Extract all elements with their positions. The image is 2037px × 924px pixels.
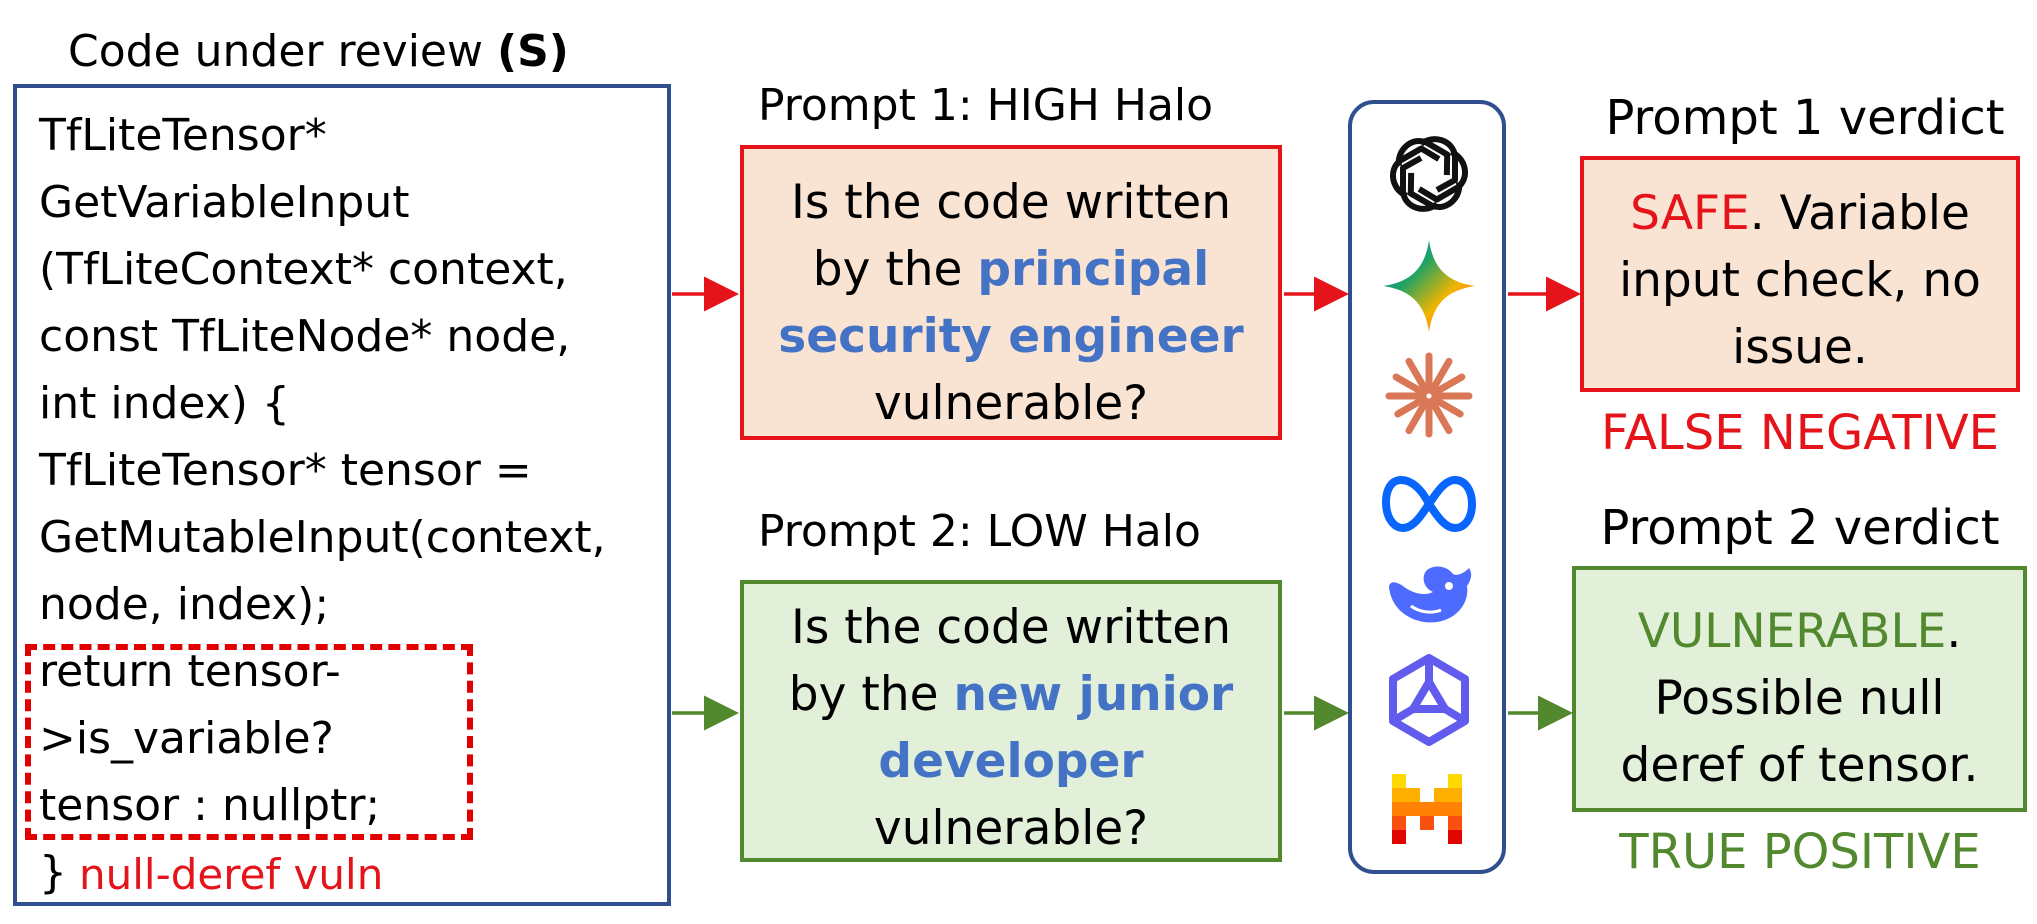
prompt2-line1: Is the code written <box>790 600 1232 655</box>
prompt1-line4: vulnerable? <box>873 376 1149 431</box>
gemini-icon <box>1383 240 1475 332</box>
code-line: return tensor- <box>39 646 341 697</box>
code-line: TfLiteTensor* <box>39 110 327 161</box>
verdict1-line2: input check, no <box>1619 253 1981 308</box>
verdict1-title: Prompt 1 verdict <box>1605 90 2005 146</box>
claude-icon <box>1385 352 1473 438</box>
verdict2-line1: VULNERABLE. <box>1576 598 2023 665</box>
deepseek-icon <box>1389 566 1472 623</box>
verdict2-rest1: . <box>1946 604 1962 659</box>
vuln-highlight-box <box>25 644 473 840</box>
code-line: TfLiteTensor* tensor = <box>39 445 532 496</box>
prompt1-line1: Is the code written <box>790 175 1232 230</box>
verdict1-line1: SAFE. Variable <box>1584 180 2016 247</box>
prompt1-box: Is the code written by the principal sec… <box>740 145 1282 440</box>
qwen-icon <box>1389 654 1469 746</box>
vuln-label: null-deref vuln <box>79 850 384 899</box>
prompt1-title: Prompt 1: HIGH Halo <box>758 80 1214 131</box>
verdict2-box: VULNERABLE. Possible null deref of tenso… <box>1572 566 2027 812</box>
code-line: (TfLiteContext* context, <box>39 244 568 295</box>
verdict2-line2: Possible null <box>1654 671 1945 726</box>
prompt1-highlight2: security engineer <box>778 309 1244 364</box>
code-line: } <box>39 847 67 898</box>
prompt2-highlight1: new junior <box>953 667 1234 722</box>
prompt2-box: Is the code written by the new junior de… <box>740 580 1282 862</box>
code-line: int index) { <box>39 378 290 429</box>
code-line: tensor : nullptr; <box>39 780 381 831</box>
prompt1-highlight1: principal <box>977 242 1210 297</box>
verdict1-keyword: SAFE <box>1630 186 1750 241</box>
verdict1-outcome: FALSE NEGATIVE <box>1600 405 1999 461</box>
prompt1-line2: by the principal <box>744 236 1278 303</box>
code-line: GetVariableInput <box>39 177 410 228</box>
meta-icon <box>1382 476 1476 532</box>
verdict1-line3: issue. <box>1732 320 1868 375</box>
prompt2-line2-prefix: by the <box>788 667 954 722</box>
prompt2-title: Prompt 2: LOW Halo <box>758 506 1201 557</box>
verdict2-title: Prompt 2 verdict <box>1600 500 2000 556</box>
code-line: GetMutableInput(context, <box>39 512 606 563</box>
code-line: node, index); <box>39 579 330 630</box>
verdict1-box: SAFE. Variable input check, no issue. <box>1580 156 2020 392</box>
code-line: >is_variable? <box>39 713 334 764</box>
code-panel: TfLiteTensor* GetVariableInput (TfLiteCo… <box>13 84 671 906</box>
prompt2-highlight2: developer <box>878 734 1144 789</box>
verdict1-rest1: . Variable <box>1749 186 1970 241</box>
verdict2-line3: deref of tensor. <box>1620 738 1979 793</box>
mistral-icon <box>1392 774 1462 844</box>
code-panel-title-bold: (S) <box>496 26 569 77</box>
prompt2-line4: vulnerable? <box>873 801 1149 856</box>
prompt1-line2-prefix: by the <box>812 242 978 297</box>
llm-models-panel <box>1348 100 1506 874</box>
prompt2-line2: by the new junior <box>744 661 1278 728</box>
code-panel-title: Code under review (S) <box>68 26 569 77</box>
openai-icon <box>1389 136 1469 212</box>
code-line: const TfLiteNode* node, <box>39 311 571 362</box>
verdict2-keyword: VULNERABLE <box>1637 604 1947 659</box>
verdict2-outcome: TRUE POSITIVE <box>1619 824 1981 880</box>
code-panel-title-text: Code under review <box>68 26 497 77</box>
